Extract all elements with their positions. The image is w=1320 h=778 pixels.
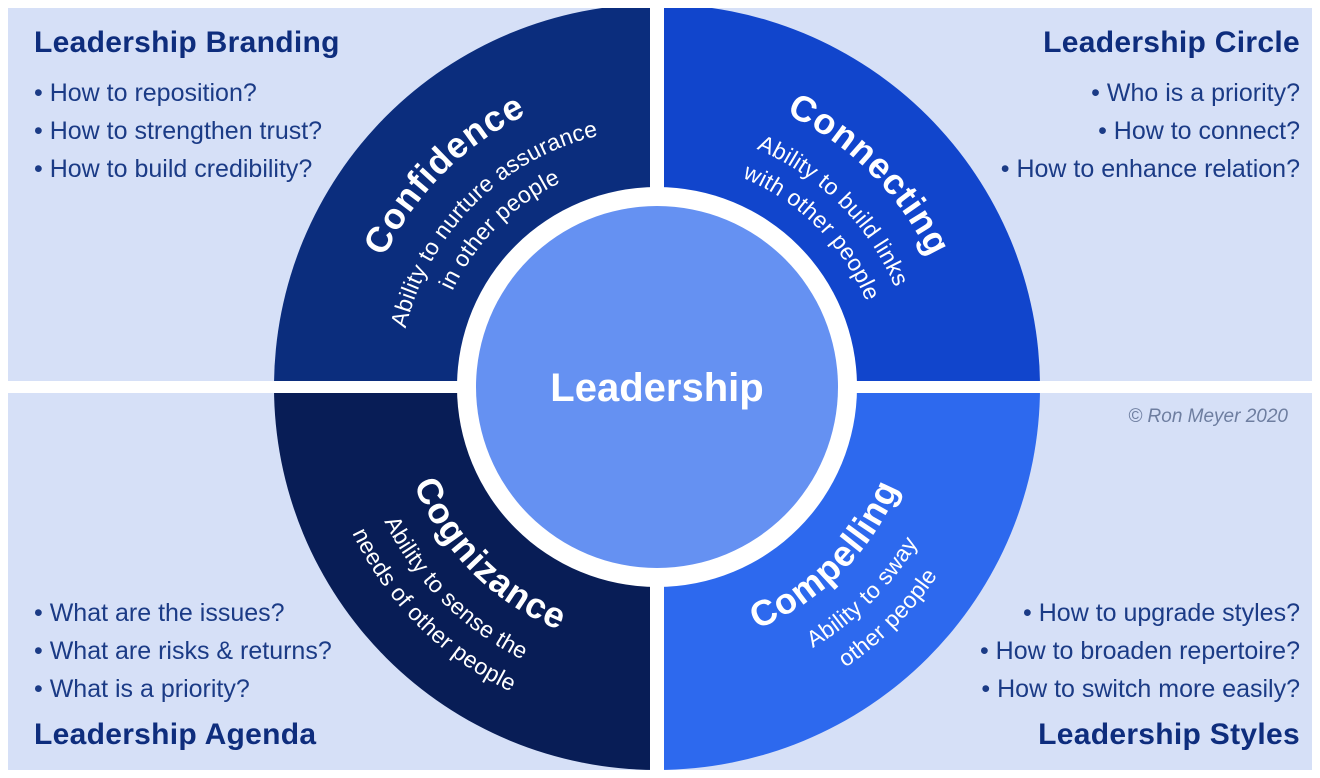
section-leadership-circle: Leadership Circle Who is a priority? How…	[1001, 26, 1300, 188]
bullet-item: What is a priority?	[34, 670, 332, 708]
styles-bullet-list: How to upgrade styles? How to broaden re…	[980, 594, 1300, 708]
frame-bottom	[0, 770, 1320, 778]
bullet-item: How to strengthen trust?	[34, 112, 340, 150]
bullet-item: How to enhance relation?	[1001, 150, 1300, 188]
agenda-bullet-list: What are the issues? What are risks & re…	[34, 594, 332, 708]
frame-top	[0, 0, 1320, 8]
section-title-circle: Leadership Circle	[1043, 26, 1300, 59]
section-title-styles: Leadership Styles	[1038, 718, 1300, 751]
bullet-item: What are the issues?	[34, 594, 332, 632]
bullet-item: How to broaden repertoire?	[980, 632, 1300, 670]
center-label: Leadership	[550, 366, 763, 410]
section-leadership-styles: How to upgrade styles? How to broaden re…	[980, 594, 1300, 752]
bullet-item: How to switch more easily?	[980, 670, 1300, 708]
circle-bullet-list: Who is a priority? How to connect? How t…	[1001, 74, 1300, 188]
bullet-item: How to connect?	[1001, 112, 1300, 150]
frame-left	[0, 0, 8, 778]
bullet-item: How to upgrade styles?	[980, 594, 1300, 632]
section-title-agenda: Leadership Agenda	[34, 718, 317, 751]
section-leadership-branding: Leadership Branding How to reposition? H…	[34, 26, 340, 188]
section-title-branding: Leadership Branding	[34, 26, 340, 59]
section-leadership-agenda: What are the issues? What are risks & re…	[34, 594, 332, 752]
copyright-notice: © Ron Meyer 2020	[1128, 406, 1288, 427]
bullet-item: What are risks & returns?	[34, 632, 332, 670]
bullet-item: How to build credibility?	[34, 150, 340, 188]
center-circle	[476, 206, 838, 568]
bullet-item: Who is a priority?	[1001, 74, 1300, 112]
bullet-item: How to reposition?	[34, 74, 340, 112]
frame-right	[1312, 0, 1320, 778]
branding-bullet-list: How to reposition? How to strengthen tru…	[34, 74, 340, 188]
